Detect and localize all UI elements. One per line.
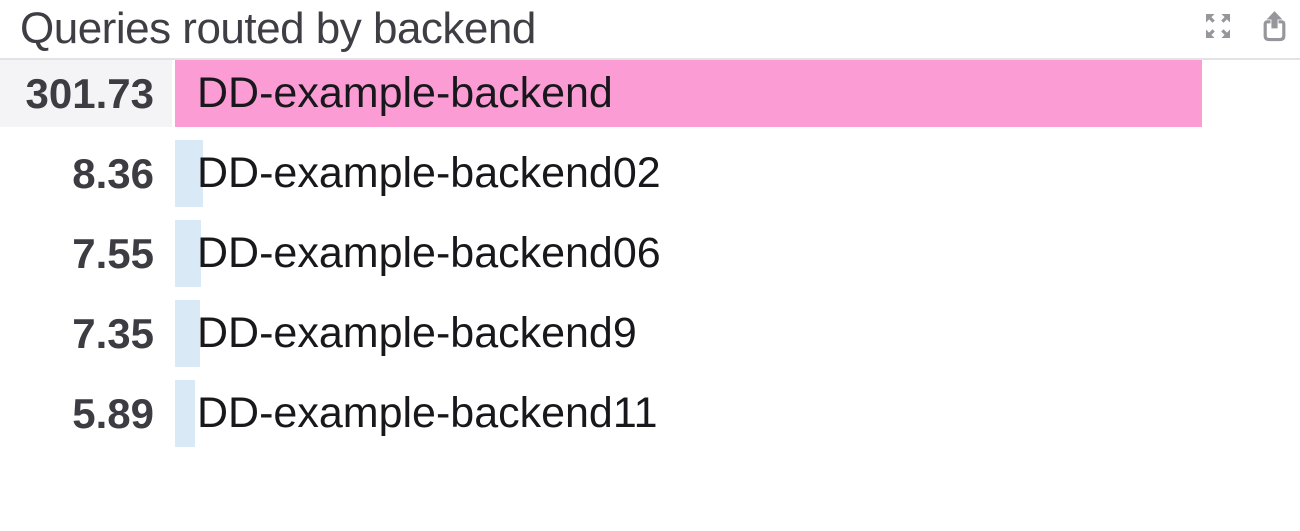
row-bar-area: DD-example-backend02 bbox=[175, 140, 1300, 207]
toplist-rows: 301.73 DD-example-backend 8.36 DD-exampl… bbox=[0, 60, 1300, 460]
toplist-row[interactable]: 7.55 DD-example-backend06 bbox=[0, 220, 1300, 300]
row-label: DD-example-backend02 bbox=[197, 149, 661, 197]
row-bar bbox=[175, 60, 1202, 127]
toplist-row[interactable]: 7.35 DD-example-backend9 bbox=[0, 300, 1300, 380]
row-value: 5.89 bbox=[72, 389, 154, 437]
row-bar-area: DD-example-backend11 bbox=[175, 380, 1300, 447]
fullscreen-icon[interactable] bbox=[1203, 11, 1233, 41]
row-bar bbox=[175, 140, 203, 207]
row-label: DD-example-backend9 bbox=[197, 309, 637, 357]
row-bar bbox=[175, 300, 200, 367]
row-bar-area: DD-example-backend06 bbox=[175, 220, 1300, 287]
row-value: 301.73 bbox=[0, 60, 172, 127]
widget-header: Queries routed by backend bbox=[0, 0, 1300, 60]
share-icon[interactable] bbox=[1261, 10, 1288, 43]
toplist-row[interactable]: 8.36 DD-example-backend02 bbox=[0, 140, 1300, 220]
row-label: DD-example-backend11 bbox=[197, 389, 658, 437]
row-bar-area: DD-example-backend bbox=[175, 60, 1300, 127]
widget-header-actions bbox=[1203, 10, 1288, 43]
row-bar-area: DD-example-backend9 bbox=[175, 300, 1300, 367]
row-value: 8.36 bbox=[72, 149, 154, 197]
row-label: DD-example-backend bbox=[197, 69, 613, 117]
row-label: DD-example-backend06 bbox=[197, 229, 661, 277]
row-value: 7.55 bbox=[72, 229, 154, 277]
row-bar bbox=[175, 220, 201, 287]
widget-title: Queries routed by backend bbox=[20, 4, 536, 53]
row-value: 7.35 bbox=[72, 309, 154, 357]
toplist-row[interactable]: 301.73 DD-example-backend bbox=[0, 60, 1300, 140]
toplist-row[interactable]: 5.89 DD-example-backend11 bbox=[0, 380, 1300, 460]
row-bar bbox=[175, 380, 195, 447]
